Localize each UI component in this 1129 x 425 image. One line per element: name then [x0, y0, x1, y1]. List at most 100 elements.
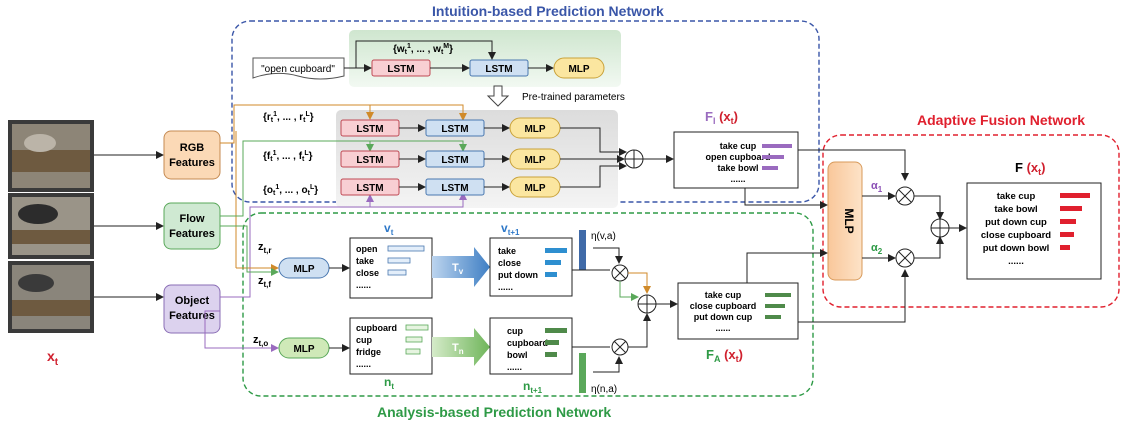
z-tr-label: zt,r	[258, 241, 272, 255]
flow-to-branch-line	[220, 140, 467, 217]
list-item: ......	[498, 282, 513, 292]
final-output-list: take cup take bowl put down cup close cupbo…	[981, 191, 1090, 267]
analysis-sum-icon	[637, 294, 657, 314]
eta-n-bar	[579, 353, 586, 393]
flow-to-mlp-line	[220, 225, 279, 276]
list-item: take cup	[720, 141, 757, 151]
transition-v-label: Tv	[452, 262, 464, 276]
list-item: cupboard	[356, 323, 397, 333]
svg-text:Flow: Flow	[179, 213, 204, 225]
rgb-branch: LSTM LSTM MLP	[340, 117, 561, 139]
svg-text:LSTM: LSTM	[441, 183, 468, 194]
score-bar	[387, 245, 425, 252]
flow-features-box: Flow Features	[163, 202, 221, 250]
verb-t-list: opentakeclose......	[356, 244, 425, 290]
lstm-label: LSTM	[387, 64, 414, 75]
score-bar	[405, 336, 423, 343]
eta-n-label: η(n,a)	[591, 384, 617, 395]
text-input-label: "open cupboard"	[261, 64, 335, 75]
svg-text:Features: Features	[169, 310, 215, 322]
object-features-box: Object Features	[163, 284, 221, 334]
z-to-label: zt,o	[253, 334, 268, 348]
list-item: take cup	[997, 191, 1036, 202]
transition-n-label: Tn	[452, 342, 464, 356]
verb-green-arrow	[619, 281, 639, 301]
list-item: close cupboard	[690, 301, 757, 311]
svg-text:Object: Object	[175, 295, 210, 307]
list-item: open	[356, 244, 378, 254]
list-item: take bowl	[994, 204, 1037, 215]
svg-text:LSTM: LSTM	[356, 183, 383, 194]
f-seq-label: {ft1, ... , ftL}	[263, 150, 313, 163]
score-bar	[1060, 245, 1070, 250]
word-seq-label: {wt1, ... , wtM}	[393, 43, 453, 56]
v-t1-label: vt+1	[501, 221, 520, 237]
list-item: ......	[356, 359, 371, 369]
intuition-title: Intuition-based Prediction Network	[432, 3, 664, 19]
list-item: take	[498, 246, 516, 256]
score-bar	[765, 315, 781, 319]
lstm-label: LSTM	[485, 64, 512, 75]
final-output-box	[966, 182, 1102, 280]
svg-text:Features: Features	[169, 157, 215, 169]
fa-label: FA (xt)	[706, 347, 743, 364]
r-seq-label: {rt1, ... , rtL}	[263, 111, 314, 124]
rgb-features-box: RGB Features	[163, 130, 221, 180]
score-bar	[765, 304, 785, 308]
object-to-sum-arrow	[560, 162, 627, 188]
fusion-multiply-2-icon	[895, 248, 915, 268]
svg-text:LSTM: LSTM	[356, 155, 383, 166]
word-skip-arrow	[355, 40, 496, 68]
fusion-sum-icon	[930, 218, 950, 238]
svg-text:MLP: MLP	[524, 155, 545, 166]
fusion-multiply-1-icon	[895, 186, 915, 206]
verb-multiply-icon	[611, 264, 629, 282]
flow-branch: LSTM LSTM MLP	[340, 148, 561, 170]
n-t-label: nt	[384, 375, 394, 391]
score-bar	[387, 269, 407, 276]
score-bar	[545, 352, 557, 357]
eta-n-arrow	[593, 356, 623, 373]
list-item: put down cup	[985, 217, 1047, 228]
list-item: close	[356, 268, 379, 278]
list-item: cup	[507, 326, 524, 336]
score-bar	[405, 348, 421, 355]
rgb-to-sum-arrow	[560, 127, 627, 156]
list-item: bowl	[507, 350, 528, 360]
svg-text:Features: Features	[169, 228, 215, 240]
list-item: cupboard	[507, 338, 548, 348]
score-bar	[545, 340, 559, 345]
noun-t1-box	[489, 317, 573, 375]
list-item: ......	[507, 362, 522, 372]
mlp-label: MLP	[568, 64, 589, 75]
pretrain-mlp	[553, 57, 605, 79]
score-bar	[765, 293, 791, 297]
object-to-branch-line	[220, 192, 467, 298]
transition-n-arrow	[432, 328, 490, 366]
fi-label: FI (xt)	[705, 109, 738, 126]
list-item: take bowl	[717, 163, 758, 173]
list-item: close cupboard	[981, 230, 1051, 241]
svg-text:LSTM: LSTM	[441, 155, 468, 166]
analysis-title: Analysis-based Prediction Network	[377, 404, 611, 420]
fusion-mlp	[827, 161, 863, 281]
fa-to-fusion-arrow	[798, 269, 909, 323]
text-input-box	[252, 57, 345, 80]
noun-t1-list: cup cupboard bowl......	[507, 326, 567, 372]
alpha2-label: α2	[871, 242, 883, 256]
eta-v-bar	[579, 230, 586, 270]
list-item: open cupboard	[706, 152, 771, 162]
list-item: close	[498, 258, 521, 268]
list-item: put down cup	[694, 312, 753, 322]
fi-output-box	[673, 131, 799, 189]
f-label: F (xt)	[1015, 160, 1045, 177]
score-bar	[545, 328, 567, 333]
fa-output-box	[677, 282, 799, 340]
mlp-label: MLP	[293, 264, 314, 275]
score-bar	[762, 144, 792, 148]
svg-text:MLP: MLP	[524, 124, 545, 135]
noun-multiply-icon	[611, 338, 629, 356]
list-item: ......	[356, 280, 371, 290]
